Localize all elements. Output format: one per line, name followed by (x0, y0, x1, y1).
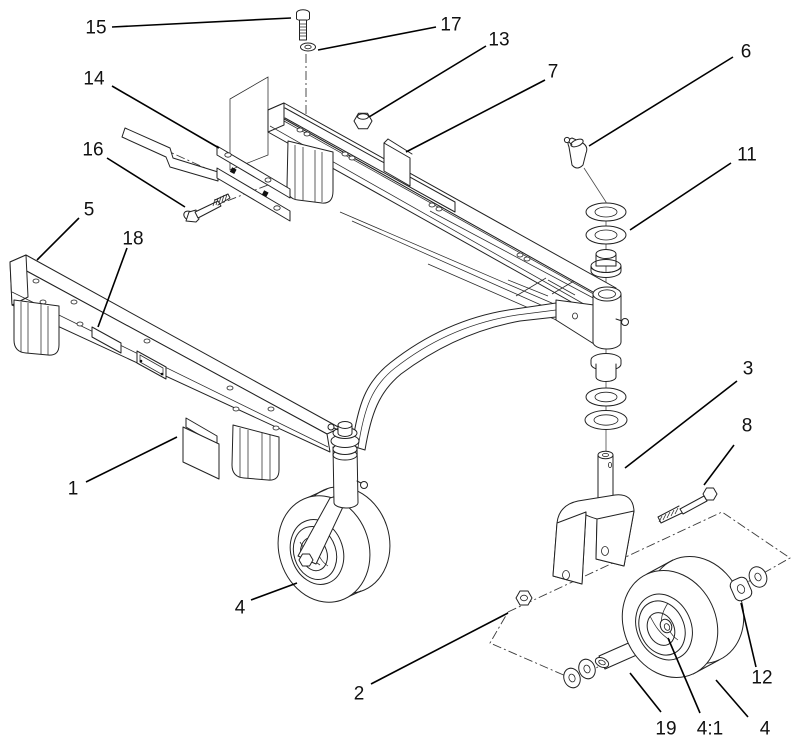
callout-12-leader (740, 602, 757, 668)
caster-fork-right (552, 494, 635, 585)
flat-washer-top (300, 42, 316, 52)
hex-bolt-arm (183, 193, 231, 223)
front-stake-pocket-right (231, 424, 280, 481)
callout-17-label: 17 (440, 15, 461, 36)
hitch-bracket (182, 417, 220, 480)
callout-2-leader (370, 612, 509, 685)
callout-14-label: 14 (83, 69, 105, 90)
callout-1-label: 1 (68, 479, 79, 500)
caster-wheel-right (621, 555, 745, 679)
height-adjustment-arm (121, 127, 219, 182)
callout-4-left-label: 4 (235, 598, 246, 619)
caster-wheel-left (277, 486, 391, 603)
thrust-washer-2 (585, 225, 627, 245)
decal-plate (91, 326, 122, 354)
callout-19-leader (629, 672, 662, 713)
callout-2-label: 2 (354, 684, 365, 705)
callout-4-right-leader (715, 679, 749, 718)
mount-bar-lower (216, 167, 291, 222)
lock-nut (515, 590, 533, 606)
caster-pivot-tube-left (332, 446, 368, 509)
grease-fitting-left (360, 481, 368, 489)
callout-4-left-leader (250, 582, 298, 601)
background-panel (229, 76, 269, 171)
grease-cap (563, 136, 588, 169)
flanged-bushing-lower (590, 353, 622, 382)
thrust-washer-1 (585, 202, 627, 222)
front-stake-pocket-left (13, 299, 60, 356)
rear-frame-rail (267, 102, 617, 337)
callout-18-label: 18 (122, 229, 143, 250)
thrust-washer-4 (584, 410, 628, 430)
callout-5-leader (36, 217, 80, 261)
callout-7-label: 7 (548, 62, 559, 83)
callout-3-leader (624, 380, 738, 469)
axle-alignment-line (489, 511, 791, 681)
callout-4-1-leader (667, 637, 701, 714)
callout-15-label: 15 (85, 18, 106, 39)
callout-6-leader (588, 56, 734, 147)
callout-13-leader (368, 45, 487, 118)
truss-detail (507, 277, 576, 297)
spacer-washers (563, 658, 596, 689)
callout-3-label: 3 (743, 359, 754, 380)
callout-1-leader (85, 436, 178, 483)
grease-fitting-right (621, 318, 629, 326)
callout-8-leader (703, 444, 735, 486)
flanged-bushing-upper (590, 249, 622, 278)
callout-4-1-label: 4:1 (697, 719, 723, 740)
axle-bolt-head-left (298, 553, 314, 567)
callout-11-label: 11 (737, 145, 757, 166)
callout-12-label: 12 (751, 668, 772, 689)
callout-6-label: 6 (741, 42, 752, 63)
caster-assembly-left (277, 421, 391, 603)
callout-15-leader (111, 17, 292, 28)
callout-11-leader (629, 162, 732, 231)
arm-end-plate (555, 299, 595, 345)
callout-14-leader (111, 85, 220, 149)
serial-plate (136, 350, 167, 380)
callout-16-label: 16 (82, 140, 103, 161)
callout-7-leader (405, 79, 546, 153)
rear-stake-pocket (286, 140, 334, 204)
callout-16-leader (106, 157, 186, 208)
axle-washer-and-nut (729, 566, 768, 602)
axle-bolt (657, 487, 718, 524)
front-frame-rail (9, 254, 341, 453)
pivot-cap-stack (327, 421, 360, 455)
flange-nut (353, 112, 373, 130)
callout-8-label: 8 (742, 416, 753, 437)
mount-bar-upper (216, 145, 291, 199)
curved-support-arm (351, 299, 595, 451)
thrust-washer-3 (585, 387, 627, 407)
callout-4-right-label: 4 (760, 719, 771, 740)
caster-pivot-tube-right (592, 286, 629, 350)
callout-5-label: 5 (84, 200, 95, 221)
callout-18-leader (97, 247, 128, 328)
callout-19-label: 19 (655, 719, 676, 740)
flange-bolt-top (296, 9, 310, 41)
callout-13-label: 13 (488, 30, 509, 51)
callout-17-leader (317, 26, 437, 51)
